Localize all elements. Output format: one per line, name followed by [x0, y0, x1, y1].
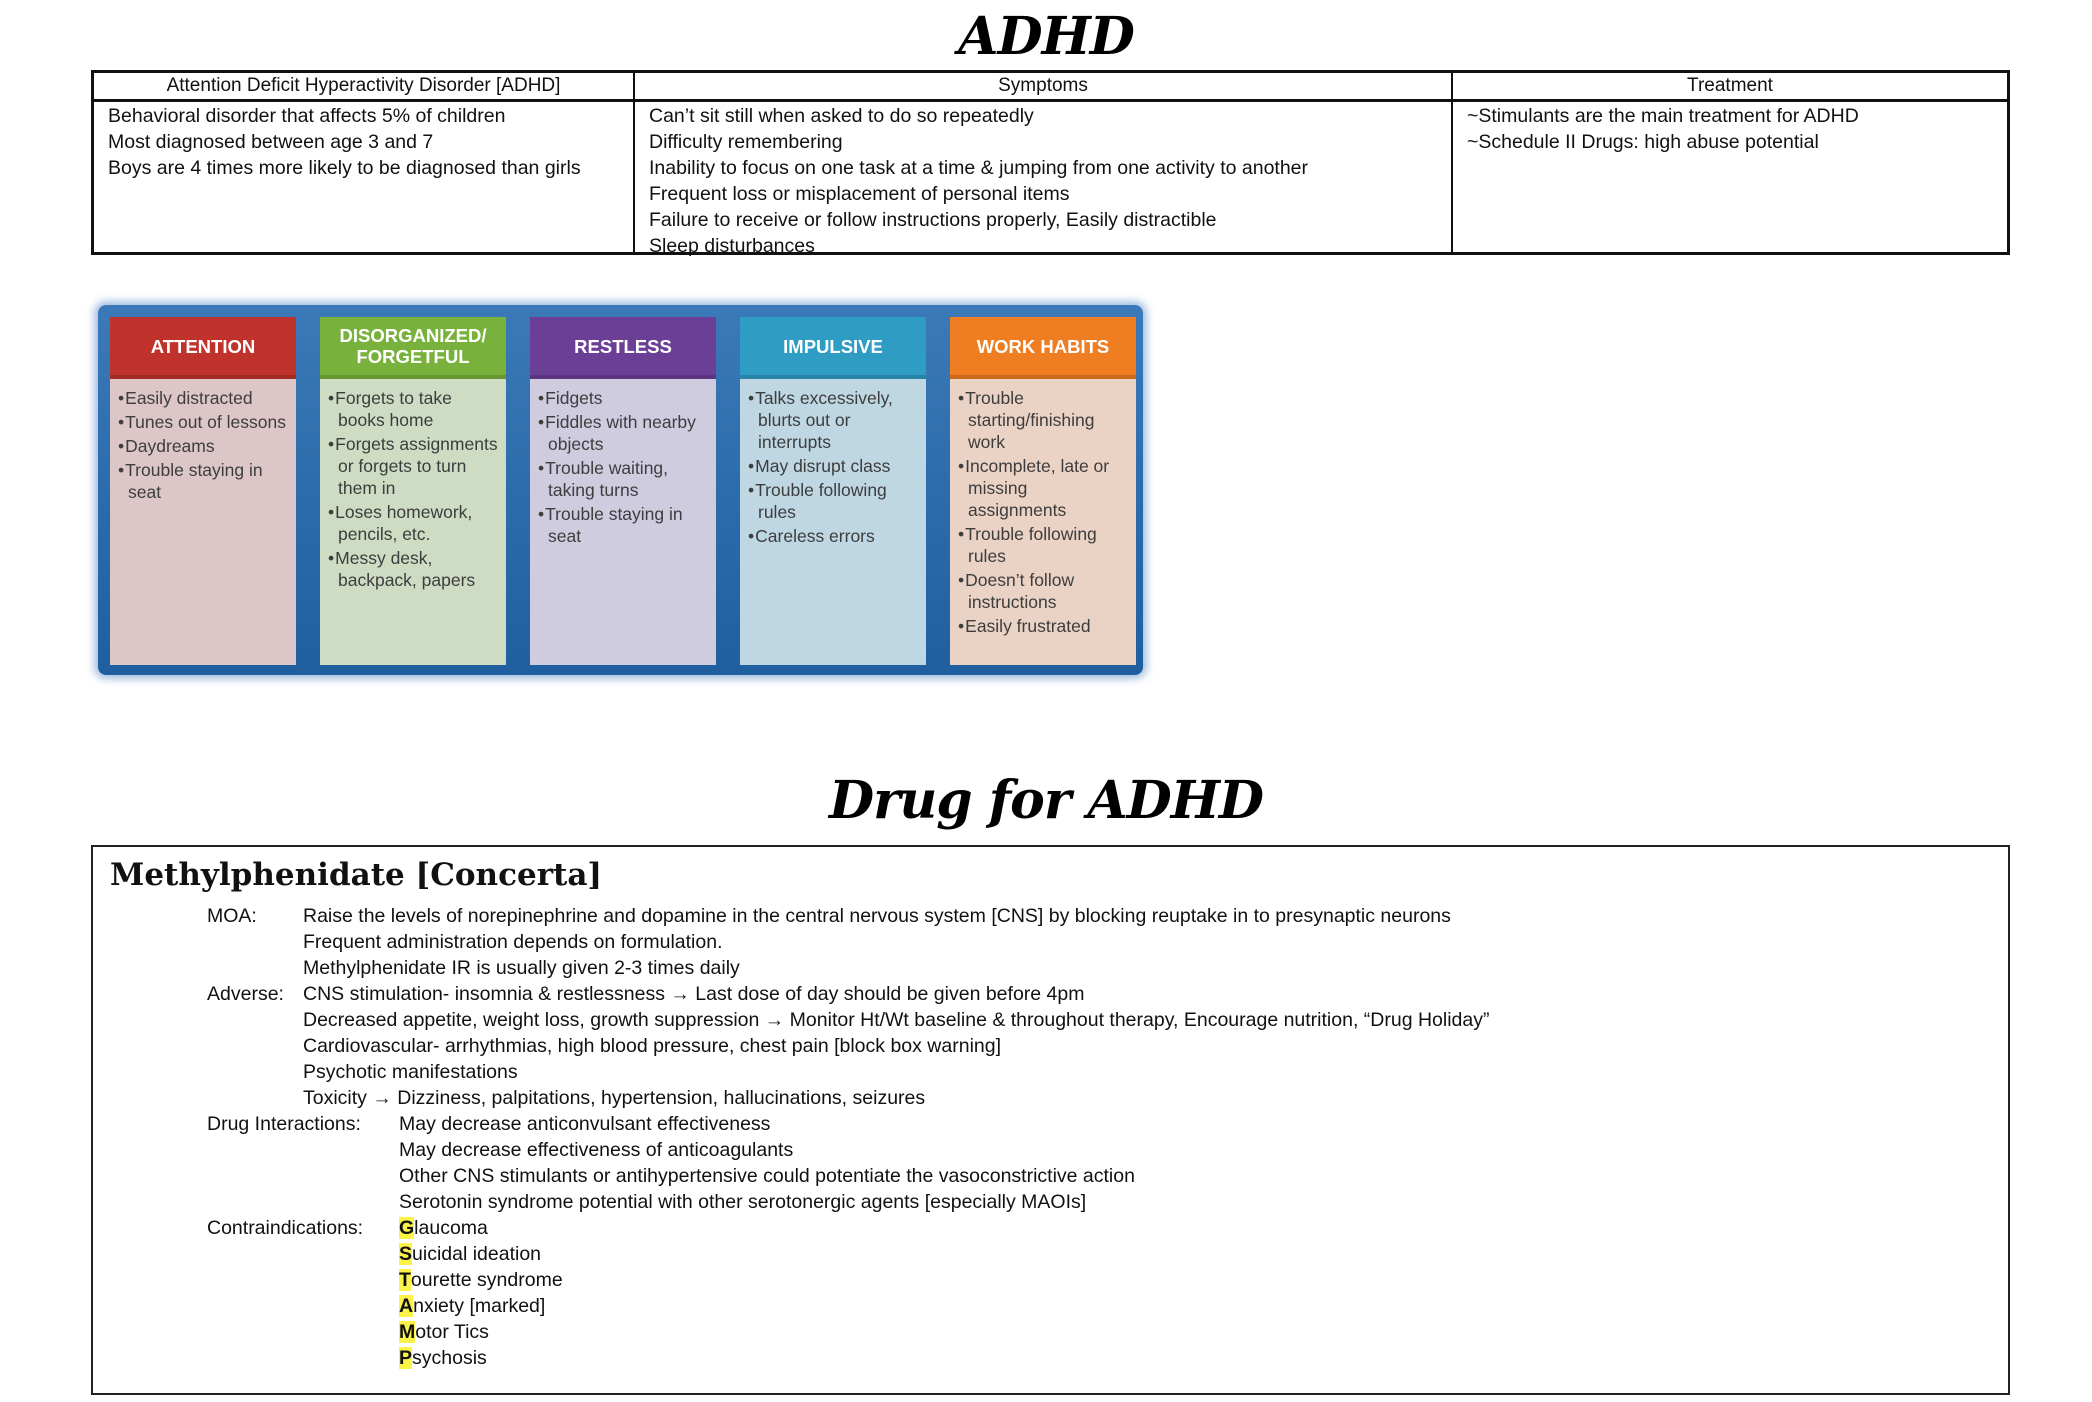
- table-cell-line: ~Stimulants are the main treatment for A…: [1467, 105, 1859, 127]
- column-header: Treatment: [1453, 73, 2007, 102]
- interaction-line: Serotonin syndrome potential with other …: [399, 1191, 1087, 1213]
- contraindication-text: ourette syndrome: [410, 1269, 563, 1291]
- contraindication-text: otor Tics: [415, 1321, 489, 1343]
- table-cell-line: Difficulty remembering: [649, 131, 843, 153]
- contraindication-item: Suicidal ideation: [399, 1241, 541, 1267]
- mnemonic-letter: S: [399, 1243, 413, 1265]
- section-title: Drug for ADHD: [829, 770, 1264, 831]
- symptom-card-item: Trouble following rules: [748, 479, 918, 523]
- table-cell-line: Boys are 4 times more likely to be diagn…: [108, 157, 581, 179]
- table-column-symptoms: Symptoms Can’t sit still when asked to d…: [635, 73, 1453, 257]
- symptom-card-title: ATTENTION: [110, 317, 296, 379]
- symptom-card: IMPULSIVE Talks excessively, blurts out o…: [740, 317, 926, 665]
- interaction-line: Other CNS stimulants or antihypertensive…: [399, 1165, 1135, 1187]
- table-cell-line: Most diagnosed between age 3 and 7: [108, 131, 434, 153]
- drug-name: Methylphenidate [Concerta]: [110, 857, 603, 893]
- symptom-card-list: Easily distractedTunes out of lessonsDay…: [110, 379, 296, 665]
- adhd-overview-table: Attention Deficit Hyperactivity Disorder…: [91, 70, 2010, 257]
- symptom-card-title: RESTLESS: [530, 317, 716, 379]
- interaction-line: May decrease effectiveness of anticoagul…: [399, 1139, 794, 1161]
- symptom-card-item: May disrupt class: [748, 455, 918, 477]
- adverse-line: CNS stimulation- insomnia & restlessness…: [303, 983, 1085, 1005]
- table-cell-line: Inability to focus on one task at a time…: [649, 157, 1309, 179]
- symptom-card-item: Trouble waiting, taking turns: [538, 457, 708, 501]
- mnemonic-letter: G: [399, 1217, 415, 1239]
- symptom-card-title: WORK HABITS: [950, 317, 1136, 379]
- moa-line: Frequent administration depends on formu…: [303, 931, 723, 953]
- symptom-card-item: Tunes out of lessons: [118, 411, 288, 433]
- table-cell-line: Can’t sit still when asked to do so repe…: [649, 105, 1034, 127]
- mnemonic-letter: M: [399, 1321, 416, 1343]
- moa-label: MOA:: [207, 905, 257, 927]
- symptom-card-list: Forgets to take books homeForgets assign…: [320, 379, 506, 665]
- interaction-line: May decrease anticonvulsant effectivenes…: [399, 1113, 771, 1135]
- contraindication-text: nxiety [marked]: [413, 1295, 546, 1317]
- table-cell-line: Sleep disturbances: [649, 235, 815, 257]
- symptom-card-item: Easily distracted: [118, 387, 288, 409]
- moa-line: Raise the levels of norepinephrine and d…: [303, 905, 1451, 927]
- symptom-card: DISORGANIZED/ FORGETFULForgets to take b…: [320, 317, 506, 665]
- mnemonic-letter: A: [399, 1295, 414, 1317]
- symptom-card-item: Incomplete, late or missing assignments: [958, 455, 1128, 521]
- contraindication-text: laucoma: [414, 1217, 488, 1239]
- symptom-card-list: Trouble starting/finishing workIncomplet…: [950, 379, 1136, 665]
- table-column-treatment: Treatment ~Stimulants are the main treat…: [1453, 73, 2007, 252]
- contraindication-item: Anxiety [marked]: [399, 1293, 545, 1319]
- symptom-card-item: Easily frustrated: [958, 615, 1128, 637]
- symptom-card-item: Trouble following rules: [958, 523, 1128, 567]
- symptom-card-item: Forgets to take books home: [328, 387, 498, 431]
- symptom-card-item: Trouble starting/finishing work: [958, 387, 1128, 453]
- contraindication-item: Motor Tics: [399, 1319, 489, 1345]
- table-column-definition: Attention Deficit Hyperactivity Disorder…: [94, 73, 635, 252]
- moa-line: Methylphenidate IR is usually given 2-3 …: [303, 957, 740, 979]
- adverse-line: Cardiovascular- arrhythmias, high blood …: [303, 1035, 1002, 1057]
- table-cell-line: Failure to receive or follow instruction…: [649, 209, 1217, 231]
- symptom-card-item: Loses homework, pencils, etc.: [328, 501, 498, 545]
- symptom-card-item: Messy desk, backpack, papers: [328, 547, 498, 591]
- symptom-card: ATTENTIONEasily distractedTunes out of l…: [110, 317, 296, 665]
- column-header: Attention Deficit Hyperactivity Disorder…: [94, 73, 633, 102]
- table-cell-line: ~Schedule II Drugs: high abuse potential: [1467, 131, 1819, 153]
- column-body: Can’t sit still when asked to do so repe…: [635, 102, 1451, 259]
- column-body: ~Stimulants are the main treatment for A…: [1453, 102, 2007, 155]
- symptom-card-item: Talks excessively, blurts out or interru…: [748, 387, 918, 453]
- adverse-line: Toxicity → Dizziness, palpitations, hype…: [303, 1087, 926, 1109]
- adverse-line: Decreased appetite, weight loss, growth …: [303, 1009, 1490, 1031]
- table-cell-line: Behavioral disorder that affects 5% of c…: [108, 105, 506, 127]
- symptom-card-item: Trouble staying in seat: [538, 503, 708, 547]
- symptom-card: RESTLESSFidgetsFiddles with nearby objec…: [530, 317, 716, 665]
- contraindication-text: uicidal ideation: [412, 1243, 542, 1265]
- symptom-card-title: DISORGANIZED/ FORGETFUL: [320, 317, 506, 379]
- symptom-card-item: Doesn’t follow instructions: [958, 569, 1128, 613]
- symptom-card-item: Forgets assignments or forgets to turn t…: [328, 433, 498, 499]
- symptom-card-item: Daydreams: [118, 435, 288, 457]
- symptom-card-item: Careless errors: [748, 525, 918, 547]
- symptom-card: WORK HABITSTrouble starting/finishing wo…: [950, 317, 1136, 665]
- symptom-card-list: Talks excessively, blurts out or interru…: [740, 379, 926, 665]
- symptom-card-item: Fiddles with nearby objects: [538, 411, 708, 455]
- symptom-card-item: Trouble staying in seat: [118, 459, 288, 503]
- column-body: Behavioral disorder that affects 5% of c…: [94, 102, 633, 181]
- adverse-line: Psychotic manifestations: [303, 1061, 518, 1083]
- mnemonic-letter: T: [399, 1269, 411, 1291]
- page-title: ADHD: [958, 6, 1135, 67]
- contraindication-item: Tourette syndrome: [399, 1267, 563, 1293]
- contraindication-text: sychosis: [412, 1347, 487, 1369]
- mnemonic-letter: P: [399, 1347, 413, 1369]
- column-header: Symptoms: [635, 73, 1451, 102]
- symptom-card-item: Fidgets: [538, 387, 708, 409]
- drug-details-box: Methylphenidate [Concerta] MOA: Raise th…: [91, 845, 2010, 1395]
- symptom-card-title: IMPULSIVE: [740, 317, 926, 379]
- adverse-label: Adverse:: [207, 983, 284, 1005]
- contraindication-item: Glaucoma: [399, 1215, 488, 1241]
- contraindications-label: Contraindications:: [207, 1217, 364, 1239]
- contraindication-item: Psychosis: [399, 1345, 487, 1371]
- table-cell-line: Frequent loss or misplacement of persona…: [649, 183, 1070, 205]
- interactions-label: Drug Interactions:: [207, 1113, 361, 1135]
- adhd-symptom-infographic: ATTENTIONEasily distractedTunes out of l…: [98, 305, 1143, 675]
- symptom-card-list: FidgetsFiddles with nearby objectsTroubl…: [530, 379, 716, 665]
